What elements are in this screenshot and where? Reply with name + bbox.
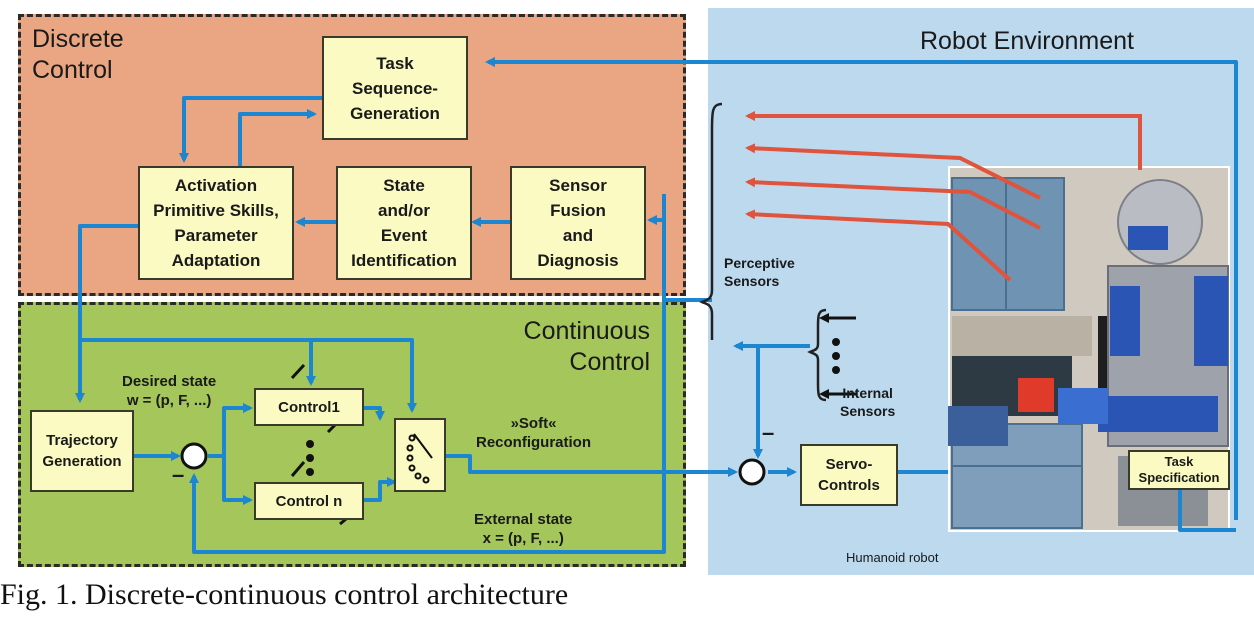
figure-caption: Fig. 1. Discrete-continuous control arch… [0,578,569,611]
perceptive-sensors-label: Perceptive Sensors [724,255,795,289]
state-event-identification-block: State and/or Event Identification [336,166,472,280]
switch-icon [406,433,433,484]
task-specification-block: Task Specification [1128,450,1230,490]
humanoid-robot-photo [948,166,1230,532]
continuous-control-title: Continuous Control [523,317,650,376]
internal-sensors-label: Internal Sensors [840,385,896,419]
soft-reconfiguration-switch-block [394,418,446,492]
external-state-label: External state x = (p, F, ...) [474,511,573,547]
sensor-fusion-diagnosis-block: Sensor Fusion and Diagnosis [510,166,646,280]
soft-reconfiguration-label: »Soft« Reconfiguration [476,415,591,451]
activation-primitive-skills-block: Activation Primitive Skills, Parameter A… [138,166,294,280]
discrete-control-title: Discrete Control [32,25,124,84]
desired-state-label: Desired state w = (p, F, ...) [122,373,217,409]
trajectory-generation-block: Trajectory Generation [30,410,134,492]
humanoid-robot-label: Humanoid robot [846,550,939,565]
control1-block: Control1 [254,388,364,426]
task-sequence-generation-block: Task Sequence- Generation [322,36,468,140]
summing-junction-right [738,458,766,486]
servo-controls-block: Servo- Controls [800,444,898,506]
minus-sign-left: – [172,462,185,487]
summing-junction-left [180,442,208,470]
robot-environment-title: Robot Environment [920,27,1135,55]
control-n-block: Control n [254,482,364,520]
minus-sign-right: – [762,420,775,445]
